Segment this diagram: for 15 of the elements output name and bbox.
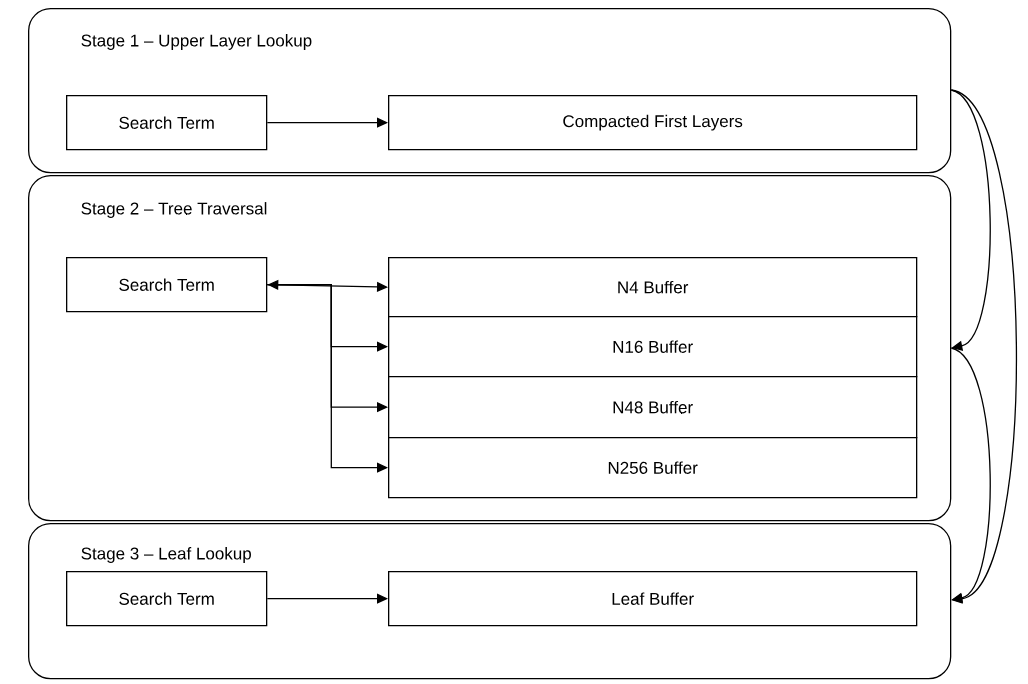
search-term-box: Search Term [66,257,268,313]
arrow [950,89,991,351]
buffer-box: N4 Buffer [388,257,918,318]
arrow [266,593,388,604]
arrow [266,284,388,473]
buffer-box: N16 Buffer [388,316,918,378]
search-term-box: Search Term [66,571,268,627]
buffer-box: N256 Buffer [388,437,918,499]
arrow [950,89,1018,604]
arrow [950,347,991,603]
buffer-box: Compacted First Layers [388,95,918,151]
search-term-box: Search Term [66,95,268,151]
arrow [266,117,388,128]
buffer-box: N48 Buffer [388,376,918,439]
buffer-box: Leaf Buffer [388,571,918,627]
